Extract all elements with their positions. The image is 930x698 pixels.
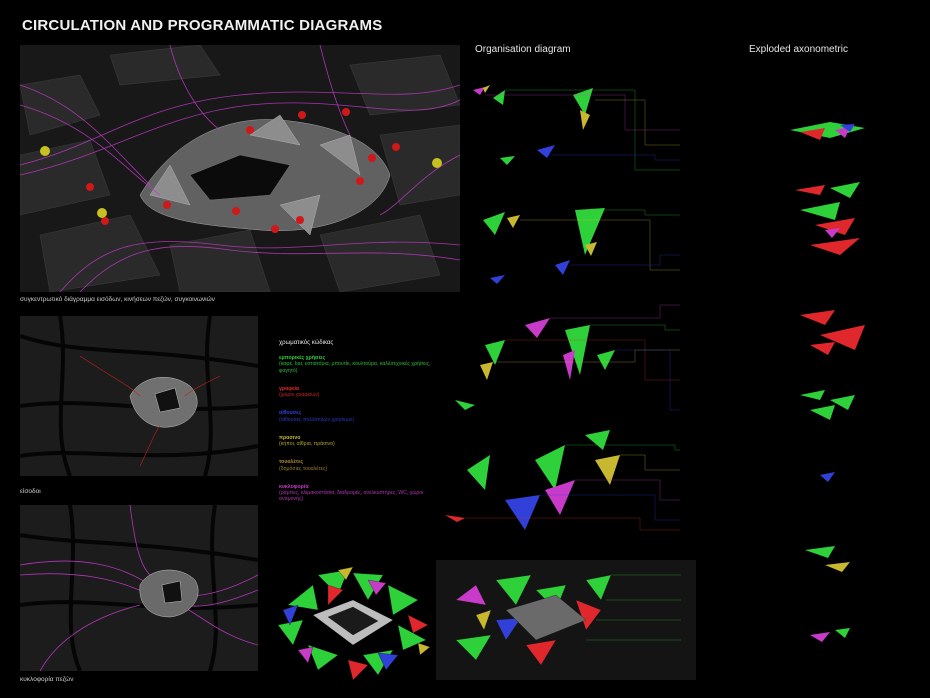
entrances-caption: είσοδοι xyxy=(20,488,41,495)
page-title: CIRCULATION AND PROGRAMMATIC DIAGRAMS xyxy=(22,17,383,34)
legend-item-wc: τουαλέτες (δημόσιες τουαλέτες) xyxy=(279,459,328,472)
color-legend: χρωματικός κώδικας εμπορικές χρήσεις (κα… xyxy=(279,340,439,514)
main-circulation-render xyxy=(20,45,460,292)
organisation-render-bottom xyxy=(436,560,696,680)
main-render-caption: συγκεντρωτικό διάγραμμα εισόδων, κινήσεω… xyxy=(20,296,215,303)
ring-render-colored xyxy=(268,555,433,685)
legend-heading: χρωματικός κώδικας xyxy=(279,340,334,346)
legend-item-circulation: κυκλοφορία (ράμπες, κλιμακοστάσια, διαδρ… xyxy=(279,483,424,503)
organisation-diagram-title: Organisation diagram xyxy=(475,44,571,55)
legend-item-offices: γραφεία (χώροι γραφείων) xyxy=(279,385,320,399)
legend-item-green: πρασινο (κήποι, αίθρια, πράσινο) xyxy=(279,434,335,448)
entrances-map xyxy=(20,316,258,476)
exploded-axonometric xyxy=(780,110,880,660)
pedestrian-map xyxy=(20,505,258,671)
legend-item-halls: αίθουσες (αίθουσες πολλαπλών χρήσεων) xyxy=(279,410,354,423)
organisation-diagram xyxy=(445,60,720,560)
pedestrian-caption: κυκλοφορία πεζών xyxy=(20,676,74,683)
legend-item-commercial: εμπορικές χρήσεις (καφέ, bar, εστιατόρια… xyxy=(279,355,431,374)
exploded-axonometric-title: Exploded axonometric xyxy=(749,44,848,55)
